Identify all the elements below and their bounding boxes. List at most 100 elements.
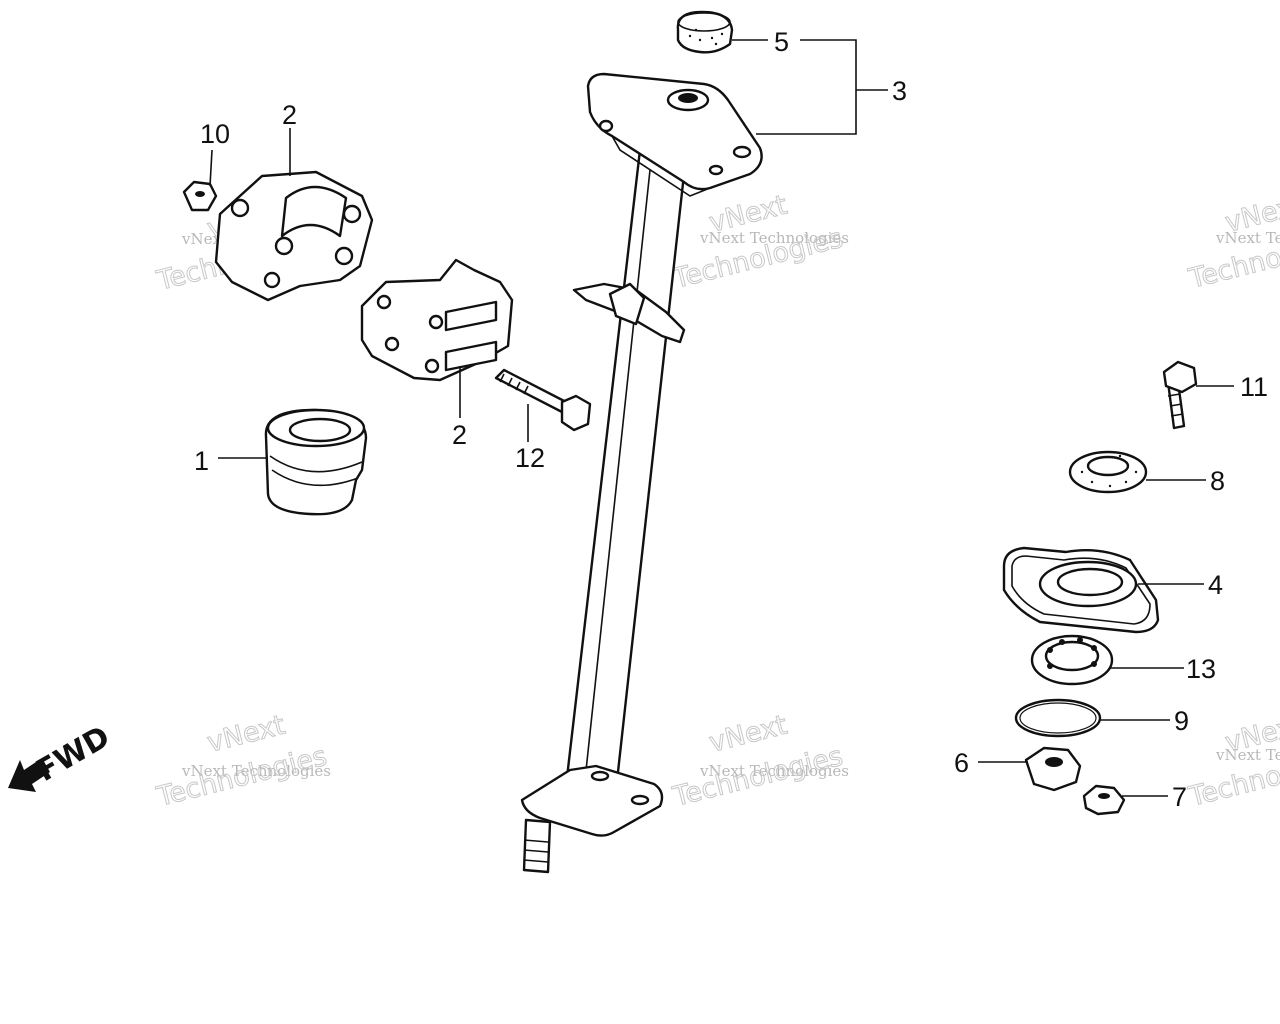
watermark-word-2: Technologies — [153, 741, 330, 813]
upper-holder-hole — [263, 271, 281, 289]
top-mounting-plate — [586, 72, 763, 191]
leader-lines — [209, 39, 1234, 797]
bushing-bore — [288, 417, 352, 443]
callout-3: 3 — [892, 76, 907, 106]
flange-bore — [1056, 567, 1124, 597]
bolt-shank — [494, 368, 572, 414]
callout-labels: 5 3 10 2 2 12 1 11 8 4 13 9 6 7 — [194, 27, 1268, 812]
stub-threads — [523, 839, 549, 863]
bottom-plate-bolt-hole — [630, 794, 650, 806]
top-plate-bolt-hole — [732, 145, 752, 159]
callout-11: 11 — [1240, 372, 1268, 402]
part-7-flange-nut — [1082, 784, 1126, 816]
leader-3-bracket — [756, 39, 857, 135]
callout-13: 13 — [1186, 654, 1216, 684]
bearing-inner-race — [1044, 640, 1100, 672]
part-11-bolt — [1162, 360, 1198, 430]
bearing-balls — [1047, 637, 1097, 669]
watermark-bottom-center: vNext Technologies vNext Technologies — [669, 709, 849, 813]
shaft-tube — [564, 148, 688, 792]
o-ring-outer — [1014, 698, 1102, 738]
top-plate-bolt-hole — [708, 164, 724, 176]
lower-holder-slot — [444, 300, 498, 332]
callout-7: 7 — [1172, 782, 1187, 812]
top-plate-edge — [611, 135, 711, 197]
flange-inner-edge — [1011, 555, 1151, 625]
watermark-top-right: vNext Technologies vNext Technologies — [1185, 189, 1280, 295]
watermark-word-1: vNext — [204, 710, 288, 759]
top-plate-bolt-hole — [598, 119, 614, 133]
callout-5: 5 — [774, 27, 789, 57]
bottom-plate-bolt-hole — [590, 770, 610, 782]
part-12-bolt — [494, 368, 592, 432]
callout-9: 9 — [1174, 706, 1189, 736]
upper-holder-saddle — [280, 185, 348, 238]
lower-holder-slot — [444, 340, 498, 372]
upper-holder-hole — [274, 236, 294, 256]
watermark-brand-line: vNext Technologies — [181, 762, 331, 780]
nut-hole — [1098, 793, 1110, 799]
nut-body — [1024, 746, 1082, 792]
o-ring-inner — [1019, 702, 1097, 734]
part-5-cap — [676, 10, 734, 54]
lower-holder-hole — [424, 358, 440, 374]
part-1-bushing — [264, 408, 368, 516]
bolt-threads — [499, 373, 529, 395]
part-9-o-ring — [1014, 698, 1102, 738]
bolt-head — [1162, 360, 1198, 394]
callout-2-upper: 2 — [282, 100, 297, 130]
part-2-lower-holder — [360, 258, 514, 382]
part-13-ball-bearing — [1030, 634, 1114, 686]
nut-hole — [195, 191, 205, 197]
bottom-mounting-plate — [520, 764, 664, 837]
steering-shaft — [520, 72, 763, 874]
shaft-bottom-stub — [522, 818, 552, 874]
watermark-top-center: vNext Technologies vNext Technologies — [669, 189, 849, 295]
cap-body — [676, 10, 734, 54]
watermark-word-1: vNext — [706, 710, 790, 759]
watermark-brand-line: vNext Technologies — [699, 762, 849, 780]
part-8-washer — [1068, 450, 1148, 494]
bolt-threads — [1167, 393, 1184, 417]
upper-holder-hole — [230, 198, 250, 218]
callout-12: 12 — [515, 443, 545, 473]
callout-10: 10 — [200, 119, 230, 149]
watermark-brand-line: vNext Technologies — [1215, 229, 1280, 247]
lower-holder-hole — [376, 294, 392, 310]
fwd-label: FWD — [31, 719, 116, 789]
callout-2-lower: 2 — [452, 420, 467, 450]
bolt-head — [560, 394, 592, 432]
callout-1: 1 — [194, 446, 209, 476]
lower-holder-hole — [384, 336, 400, 352]
watermark-bottom-left: vNext Technologies vNext Technologies — [153, 709, 331, 813]
part-2-upper-holder — [214, 170, 374, 302]
nut-body — [1082, 784, 1126, 816]
watermark-brand-line: vNext Technologies — [699, 229, 849, 247]
callout-8: 8 — [1210, 466, 1225, 496]
bushing-groove — [269, 455, 363, 487]
top-plate-boss-hole — [678, 93, 698, 103]
part-6-large-nut — [1024, 746, 1082, 792]
arrow-down-left-icon — [8, 758, 50, 792]
callout-4: 4 — [1208, 570, 1223, 600]
upper-holder-body — [214, 170, 374, 302]
nut-hole — [1045, 757, 1063, 767]
watermark-bottom-right: vNext Technologies vNext Technologies — [1185, 709, 1280, 813]
part-10-nut — [182, 180, 218, 212]
part-4-flange-housing — [1002, 546, 1160, 634]
watermark-brand-line: vNext Technologies — [1215, 746, 1280, 764]
callout-6: 6 — [954, 748, 969, 778]
leader-10 — [209, 149, 213, 187]
upper-holder-hole — [342, 204, 362, 224]
cap-dots — [688, 28, 724, 46]
washer-texture — [1080, 454, 1138, 488]
cap-top — [677, 12, 731, 32]
shaft-highlight — [584, 169, 651, 781]
lower-holder-hole — [428, 314, 444, 330]
fwd-indicator: FWD — [8, 719, 116, 792]
shaft-mid-bracket-clamp — [608, 282, 646, 326]
upper-holder-hole — [334, 246, 354, 266]
watermark-word-2: Technologies — [669, 741, 846, 813]
washer-inner — [1086, 455, 1130, 477]
